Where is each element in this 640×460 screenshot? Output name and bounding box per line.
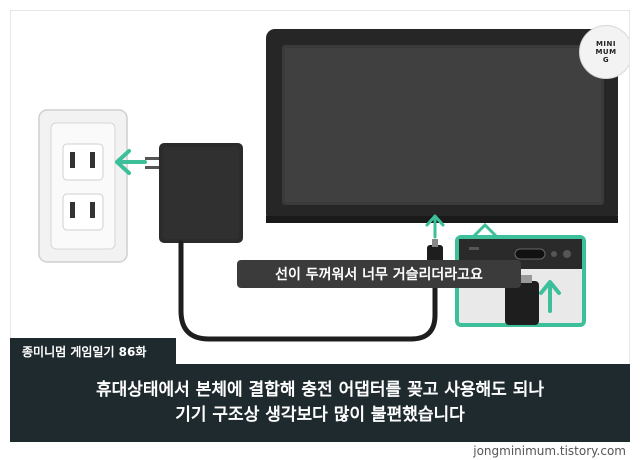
logo-text-line1: MINI — [595, 40, 617, 48]
plug-prong — [145, 157, 159, 160]
logo-text-line2: MUM — [595, 48, 617, 56]
episode-tag: 종미니멈 게임일기 86화 — [10, 338, 176, 364]
plug-prong — [145, 166, 159, 169]
site-logo: MINI MUM G — [579, 25, 629, 79]
caption-line-1: 휴대상태에서 본체에 결합해 충전 어댑터를 꽂고 사용해도 되나 — [95, 380, 545, 400]
ac-adapter — [159, 143, 243, 243]
caption-line-2: 기기 구조상 생각보다 많이 불편했습니다 — [175, 405, 465, 425]
arrow-up-icon — [425, 214, 445, 239]
usb-cable — [178, 240, 438, 342]
logo-text-line3: G — [602, 56, 610, 64]
footer-url[interactable]: jongminimum.tistory.com — [473, 444, 626, 458]
speech-tooltip: 선이 두꺼워서 너무 거슬리더라고요 — [237, 260, 521, 288]
arrow-left-icon — [115, 149, 147, 175]
wall-outlet — [38, 109, 128, 263]
caption-box: 휴대상태에서 본체에 결합해 충전 어댑터를 꽂고 사용해도 되나 기기 구조상… — [10, 364, 630, 442]
illustration — [38, 29, 618, 342]
comic-panel: MINI MUM G 선이 두꺼워서 너무 거슬리더라고요 — [10, 10, 630, 442]
inset-pointer — [471, 222, 499, 239]
switch-console — [266, 29, 618, 223]
